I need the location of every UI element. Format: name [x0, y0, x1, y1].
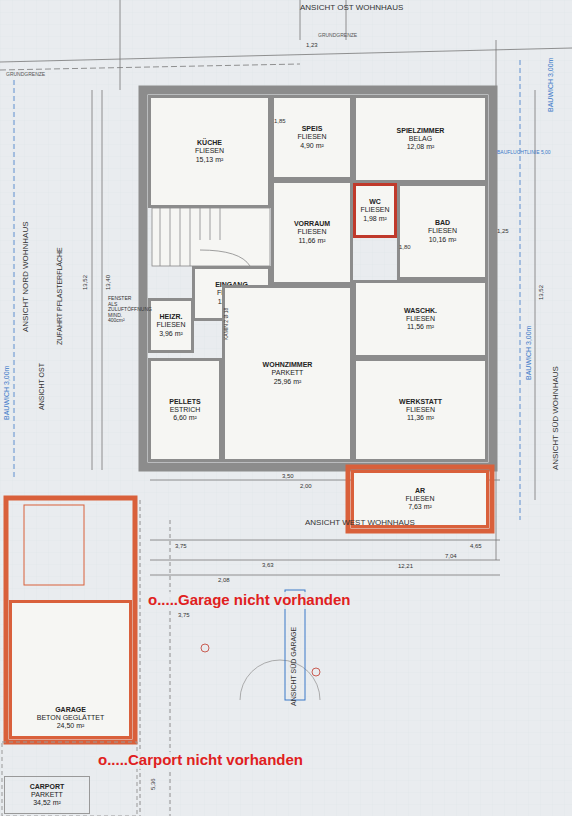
- room-name: PELLETS: [169, 398, 201, 406]
- floor-finish: FLIESEN: [297, 133, 326, 141]
- dimension-label: 1,80: [399, 244, 411, 251]
- floor-finish: FLIESEN: [360, 206, 389, 214]
- floor-finish: BELAG: [409, 135, 432, 143]
- room-area: 11,56 m²: [407, 323, 434, 331]
- dimension-label: 3,50: [282, 473, 294, 480]
- room-name: VORRAUM: [294, 220, 330, 228]
- room-name: SPEIS: [302, 125, 323, 133]
- room-box: GARAGEBETON GEGLÄTTET24,50 m²: [9, 600, 132, 739]
- room-area: 4,90 m²: [300, 142, 324, 150]
- floor-finish: FLIESEN: [297, 228, 326, 236]
- room-box: KÜCHEFLIESEN15,13 m²: [148, 95, 271, 208]
- dimension-label: 3,63: [262, 562, 274, 569]
- plan-note: ANSICHT SÜD GARAGE: [290, 627, 298, 706]
- floor-finish: ESTRICH: [170, 406, 201, 414]
- room-name: CARPORT: [30, 783, 65, 791]
- room-name: GARAGE: [55, 706, 86, 714]
- room-name: AR: [415, 487, 425, 495]
- floor-finish: FLIESEN: [406, 315, 435, 323]
- room-area: 34,52 m²: [33, 799, 61, 807]
- dimension-label: 1,23: [306, 42, 318, 49]
- dimension-label: 3,75: [178, 612, 190, 619]
- room-name: WC: [369, 198, 381, 206]
- garage-wall: [6, 498, 135, 742]
- plan-note: ZUFAHRT PFLASTERFLÄCHE: [56, 247, 64, 345]
- room-box: WASCHK.FLIESEN11,56 m²: [353, 280, 488, 358]
- plan-note: ANSICHT OST WOHNHAUS: [300, 4, 403, 13]
- room-box: WOHNZIMMERPARKETT25,96 m²: [222, 285, 353, 462]
- floor-finish: FLIESEN: [406, 406, 435, 414]
- room-area: 12,08 m²: [407, 143, 435, 151]
- dimension-label: 13,52: [82, 275, 89, 290]
- room-area: 15,13 m²: [196, 156, 224, 164]
- room-box: WERKSTATTFLIESEN11,36 m²: [353, 358, 488, 462]
- dimension-label: 2,08: [218, 577, 230, 584]
- plan-note: BAUWICH 3,00m: [525, 326, 533, 380]
- garage-marking: [24, 505, 84, 585]
- floor-finish: FLIESEN: [156, 321, 185, 329]
- room-area: 11,36 m²: [407, 414, 434, 422]
- dimension-label: 7,04: [445, 553, 457, 560]
- room-name: BAD: [435, 219, 450, 227]
- room-name: SPIELZIMMER: [397, 127, 445, 135]
- staircase: [152, 208, 270, 266]
- floor-finish: FLIESEN: [405, 495, 434, 503]
- room-box: PELLETSESTRICH6,60 m²: [148, 358, 222, 462]
- room-area: 10,16 m²: [429, 236, 457, 244]
- room-area: 25,96 m²: [274, 378, 302, 386]
- outer-wall: [143, 90, 493, 467]
- plan-note: GRUNDGRENZE: [6, 72, 45, 78]
- room-area: 1,98 m²: [363, 215, 387, 223]
- floor-finish: FLIESEN: [428, 227, 457, 235]
- room-box: BADFLIESEN10,16 m²: [397, 183, 488, 280]
- room-box: HEIZR.FLIESEN3,96 m²: [148, 298, 194, 353]
- plan-note: ANSICHT NORD WOHNHAUS: [22, 221, 31, 332]
- dimension-label: 2,00: [300, 483, 312, 490]
- dimension-label: 3,75: [175, 543, 187, 550]
- room-box: SPIELZIMMERBELAG12,08 m²: [353, 95, 488, 183]
- plan-note: GRUNDGRENZE: [318, 33, 357, 39]
- red-note: o.....Carport nicht vorhanden: [96, 752, 305, 769]
- red-note: o.....Garage nicht vorhanden: [146, 592, 353, 609]
- plan-note: ANSICHT OST: [38, 363, 46, 410]
- floor-finish: PARKETT: [31, 791, 63, 799]
- plan-note: ANSICHT SÜD WOHNHAUS: [552, 366, 561, 470]
- dimension-label: 5,36: [150, 778, 157, 790]
- plan-note: BAUFLUCHTLINIE 5,00: [497, 150, 551, 156]
- room-area: 6,60 m²: [173, 414, 197, 422]
- floor-finish: FLIESEN: [195, 147, 224, 155]
- room-box: WCFLIESEN1,98 m²: [353, 183, 397, 238]
- room-box: VORRAUMFLIESEN11,66 m²: [271, 180, 353, 285]
- dimension-label: 4,65: [470, 543, 482, 550]
- room-area: 7,63 m²: [408, 503, 432, 511]
- floor-finish: PARKETT: [272, 369, 304, 377]
- dimension-label: 1,85: [274, 118, 286, 125]
- room-name: WASCHK.: [404, 307, 437, 315]
- plan-note: BAUWICH 3,00m: [3, 366, 11, 420]
- plan-note: ANSICHT WEST WOHNHAUS: [305, 519, 415, 528]
- room-name: WERKSTATT: [399, 398, 442, 406]
- room-name: KÜCHE: [197, 139, 222, 147]
- dimension-label: 13,40: [105, 275, 112, 290]
- room-area: 11,66 m²: [298, 237, 325, 245]
- dimension-label: 12,21: [398, 563, 413, 570]
- dimension-label: 13,52: [538, 285, 545, 300]
- floor-finish: BETON GEGLÄTTET: [37, 714, 105, 722]
- plan-note: BAUWICH 3,00m: [547, 58, 555, 112]
- room-name: WOHNZIMMER: [263, 361, 313, 369]
- plan-note: FENSTER ALS ZULUFTÖFFNUNG MIND. 400cm²: [108, 296, 140, 324]
- room-area: 3,96 m²: [159, 330, 183, 338]
- room-box: CARPORTPARKETT34,52 m²: [4, 776, 90, 814]
- room-box: SPEISFLIESEN4,90 m²: [271, 95, 353, 180]
- room-name: HEIZR.: [160, 313, 183, 321]
- plan-note: KAMIN 2 Ø 18: [224, 308, 230, 340]
- room-area: 24,50 m²: [57, 722, 85, 730]
- dimension-label: 1,25: [497, 228, 509, 235]
